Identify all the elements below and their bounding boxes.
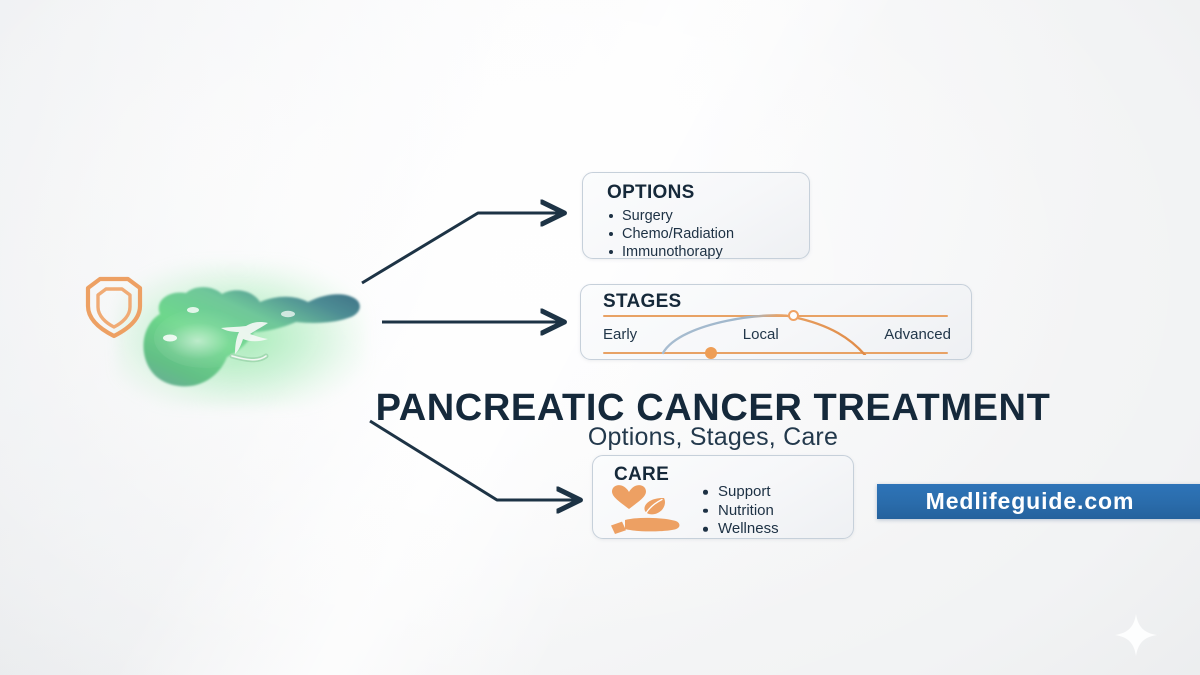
care-list: Support Nutrition Wellness	[701, 483, 779, 539]
stage-label-advanced: Advanced	[884, 326, 951, 343]
page-subtitle: Options, Stages, Care	[587, 423, 839, 451]
list-item: Nutrition	[701, 502, 779, 521]
stages-marker-early[interactable]	[705, 347, 717, 359]
pancreas-shape	[143, 287, 360, 387]
stage-label-local: Local	[742, 326, 779, 343]
list-item: Chemo/Radiation	[607, 225, 809, 243]
list-item: Wellness	[701, 520, 779, 539]
options-card[interactable]: OPTIONS Surgery Chemo/Radiation Immunoth…	[582, 172, 810, 261]
arrow-to-options	[361, 213, 562, 285]
care-card[interactable]: CARE Support Nutrition Wellness	[592, 455, 854, 539]
pancreas-illustration	[96, 252, 386, 412]
options-list: Surgery Chemo/Radiation Immunothorapy	[607, 207, 809, 261]
list-item: Surgery	[607, 207, 809, 225]
options-card-title: OPTIONS	[607, 182, 695, 203]
care-card-title: CARE	[614, 464, 670, 485]
heart-in-hand-icon	[611, 485, 680, 534]
stages-card[interactable]: STAGES Early Local Advanced	[580, 284, 972, 360]
sparkle-icon	[1115, 614, 1157, 656]
stages-labels: Early Local Advanced	[603, 326, 951, 343]
stages-card-title: STAGES	[603, 291, 682, 312]
brand-banner[interactable]: Medlifeguide.com	[877, 484, 1200, 519]
stages-marker-local[interactable]	[788, 310, 799, 321]
stage-label-early: Early	[603, 326, 638, 343]
page-title: PANCREATIC CANCER TREATMENT	[375, 387, 1051, 429]
list-item: Support	[701, 483, 779, 502]
list-item: Immunothorapy	[607, 243, 809, 261]
shield-icon	[85, 276, 143, 339]
brand-label: Medlifeguide.com	[925, 488, 1135, 514]
stages-rule-bottom	[603, 352, 948, 354]
